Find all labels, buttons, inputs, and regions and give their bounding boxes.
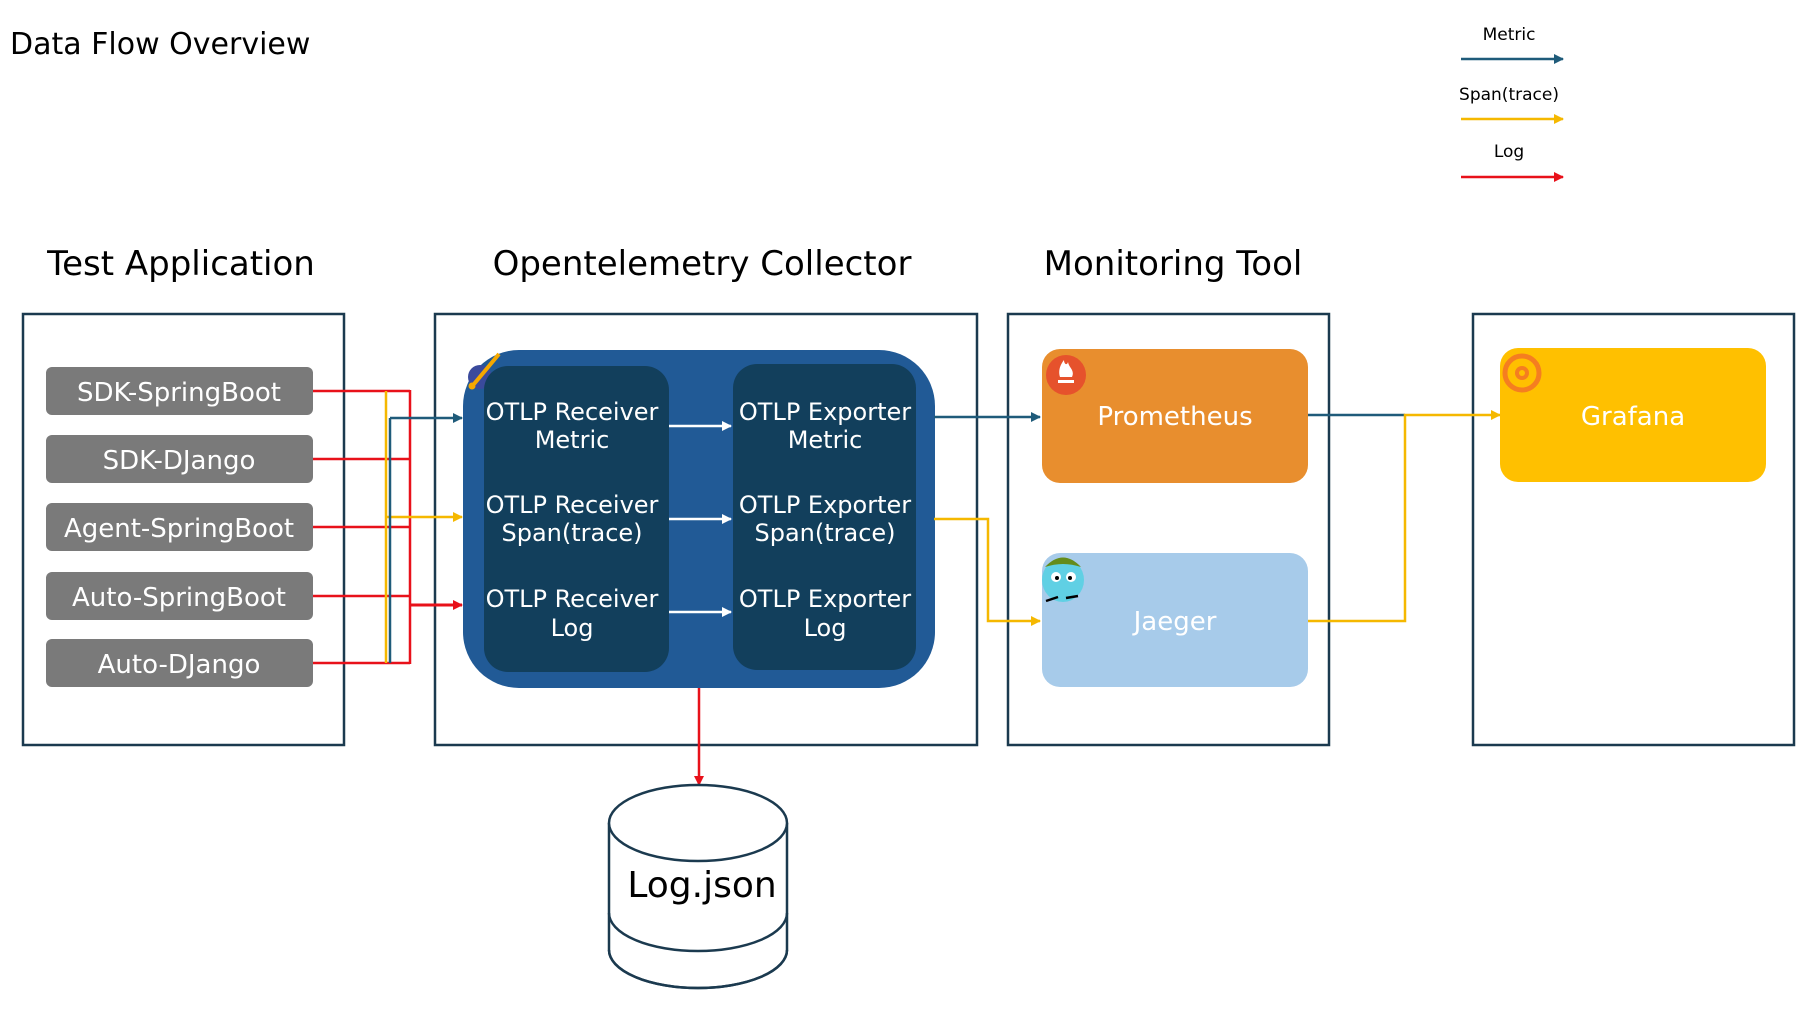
log-json-label: Log.json bbox=[627, 865, 776, 906]
receiver-list: OTLP Receiver Metric OTLP Receiver Span(… bbox=[486, 398, 659, 642]
legend-span-label: Span(trace) bbox=[1459, 85, 1559, 105]
app-list: SDK-SpringBoot SDK-DJango Agent-SpringBo… bbox=[46, 367, 313, 687]
grafana-label: Grafana bbox=[1581, 402, 1685, 432]
jaeger-box bbox=[1042, 553, 1308, 687]
exporter-span-line1: OTLP Exporter bbox=[739, 491, 911, 519]
pipeline-arrows bbox=[669, 421, 732, 617]
app-label: SDK-SpringBoot bbox=[77, 378, 281, 408]
jaeger-label: Jaeger bbox=[1132, 607, 1217, 637]
prometheus-box bbox=[1042, 349, 1308, 483]
grafana-logo-icon bbox=[1502, 353, 1542, 393]
app-label: Auto-SpringBoot bbox=[72, 583, 286, 613]
app-box-sdk-springboot bbox=[46, 367, 313, 415]
legend-metric-label: Metric bbox=[1483, 25, 1536, 45]
grafana-box bbox=[1500, 348, 1766, 482]
legend: Metric Span(trace) Log bbox=[1459, 25, 1564, 182]
receiver-span-line2: Span(trace) bbox=[501, 519, 642, 547]
jaeger-gopher-icon bbox=[1042, 557, 1084, 603]
app-box-auto-springboot bbox=[46, 572, 313, 620]
app-box-agent-springboot bbox=[46, 503, 313, 551]
log-json-storage: Log.json bbox=[607, 783, 789, 990]
exporter-span-line2: Span(trace) bbox=[754, 519, 895, 547]
exporter-metric-line1: OTLP Exporter bbox=[739, 398, 911, 426]
receiver-log-line2: Log bbox=[551, 614, 594, 642]
app-label: SDK-DJango bbox=[103, 446, 256, 476]
app-box-sdk-django bbox=[46, 435, 313, 483]
receiver-metric-line2: Metric bbox=[535, 426, 610, 454]
collector-frame bbox=[433, 312, 979, 747]
test-application-frame bbox=[21, 312, 346, 747]
monitoring-frame bbox=[1006, 312, 1331, 747]
receiver-log-line1: OTLP Receiver bbox=[486, 585, 659, 613]
receiver-span-line1: OTLP Receiver bbox=[486, 491, 659, 519]
exporter-panel bbox=[733, 364, 916, 670]
receiver-metric-line1: OTLP Receiver bbox=[486, 398, 659, 426]
exporter-log-line2: Log bbox=[804, 614, 847, 642]
page-title: Data Flow Overview bbox=[10, 27, 310, 62]
prometheus-icon bbox=[1046, 355, 1086, 395]
exporter-log-line1: OTLP Exporter bbox=[739, 585, 911, 613]
app-connectors bbox=[313, 389, 463, 665]
exporter-metric-line2: Metric bbox=[788, 426, 863, 454]
tool-to-grafana-connectors bbox=[1308, 410, 1501, 623]
app-label: Agent-SpringBoot bbox=[64, 514, 294, 544]
receiver-panel bbox=[484, 366, 669, 672]
section-title-collector: Opentelemetry Collector bbox=[493, 244, 912, 284]
exporter-list: OTLP Exporter Metric OTLP Exporter Span(… bbox=[739, 398, 911, 642]
prometheus-label: Prometheus bbox=[1097, 402, 1252, 432]
section-title-monitoring: Monitoring Tool bbox=[1044, 244, 1303, 284]
section-title-test-application: Test Application bbox=[46, 244, 315, 284]
app-label: Auto-DJango bbox=[98, 650, 261, 680]
collector-outputs bbox=[694, 412, 1041, 786]
legend-log-label: Log bbox=[1494, 142, 1524, 162]
grafana-frame bbox=[1471, 312, 1796, 747]
span-to-jaeger-arrow bbox=[934, 517, 1041, 626]
app-box-auto-django bbox=[46, 639, 313, 687]
